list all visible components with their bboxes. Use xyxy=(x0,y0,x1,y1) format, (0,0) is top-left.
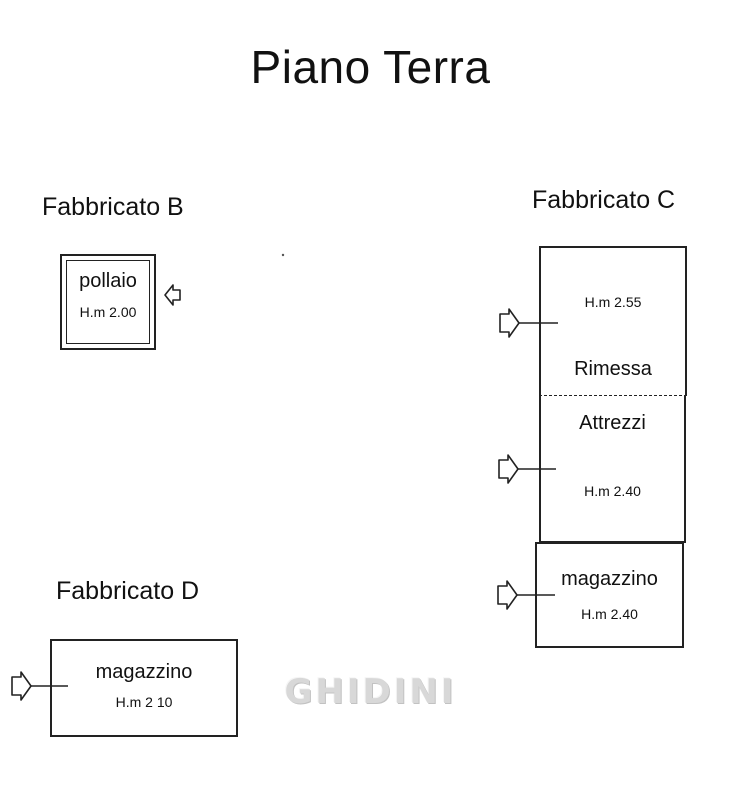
building-c-label: Fabbricato C xyxy=(532,186,676,214)
room-magazzino-c-name: magazzino xyxy=(561,568,658,590)
watermark-logo: GHIDINI xyxy=(284,672,457,712)
room-rimessa-height: H.m 2.55 xyxy=(584,294,642,310)
room-attrezzi-height: H.m 2.40 xyxy=(584,483,641,499)
building-d-label: Fabbricato D xyxy=(56,577,200,605)
room-rimessa xyxy=(539,246,687,396)
entrance-arrow-icon-magazzino-c xyxy=(497,580,555,610)
building-b-label: Fabbricato B xyxy=(42,193,184,221)
room-magazzino-d xyxy=(50,639,238,737)
entrance-arrow-icon-magazzino-d xyxy=(11,671,68,701)
room-attrezzi-name: Attrezzi xyxy=(579,412,646,434)
room-pollaio-height: H.m 2.00 xyxy=(79,304,137,320)
room-pollaio xyxy=(66,260,150,344)
building-b-outer-wall xyxy=(60,254,156,350)
room-magazzino-c-height: H.m 2.40 xyxy=(581,606,638,622)
speck-dot xyxy=(281,253,285,257)
page-title: Piano Terra xyxy=(250,41,491,93)
entrance-arrow-icon-rimessa xyxy=(499,308,558,338)
room-rimessa-name: Rimessa xyxy=(574,358,652,380)
entrance-arrow-icon-attrezzi xyxy=(498,454,556,484)
entrance-arrow-icon-pollaio xyxy=(164,284,181,306)
room-magazzino-d-height: H.m 2 10 xyxy=(115,694,173,710)
room-magazzino-d-name: magazzino xyxy=(95,661,193,683)
room-pollaio-name: pollaio xyxy=(79,270,137,292)
